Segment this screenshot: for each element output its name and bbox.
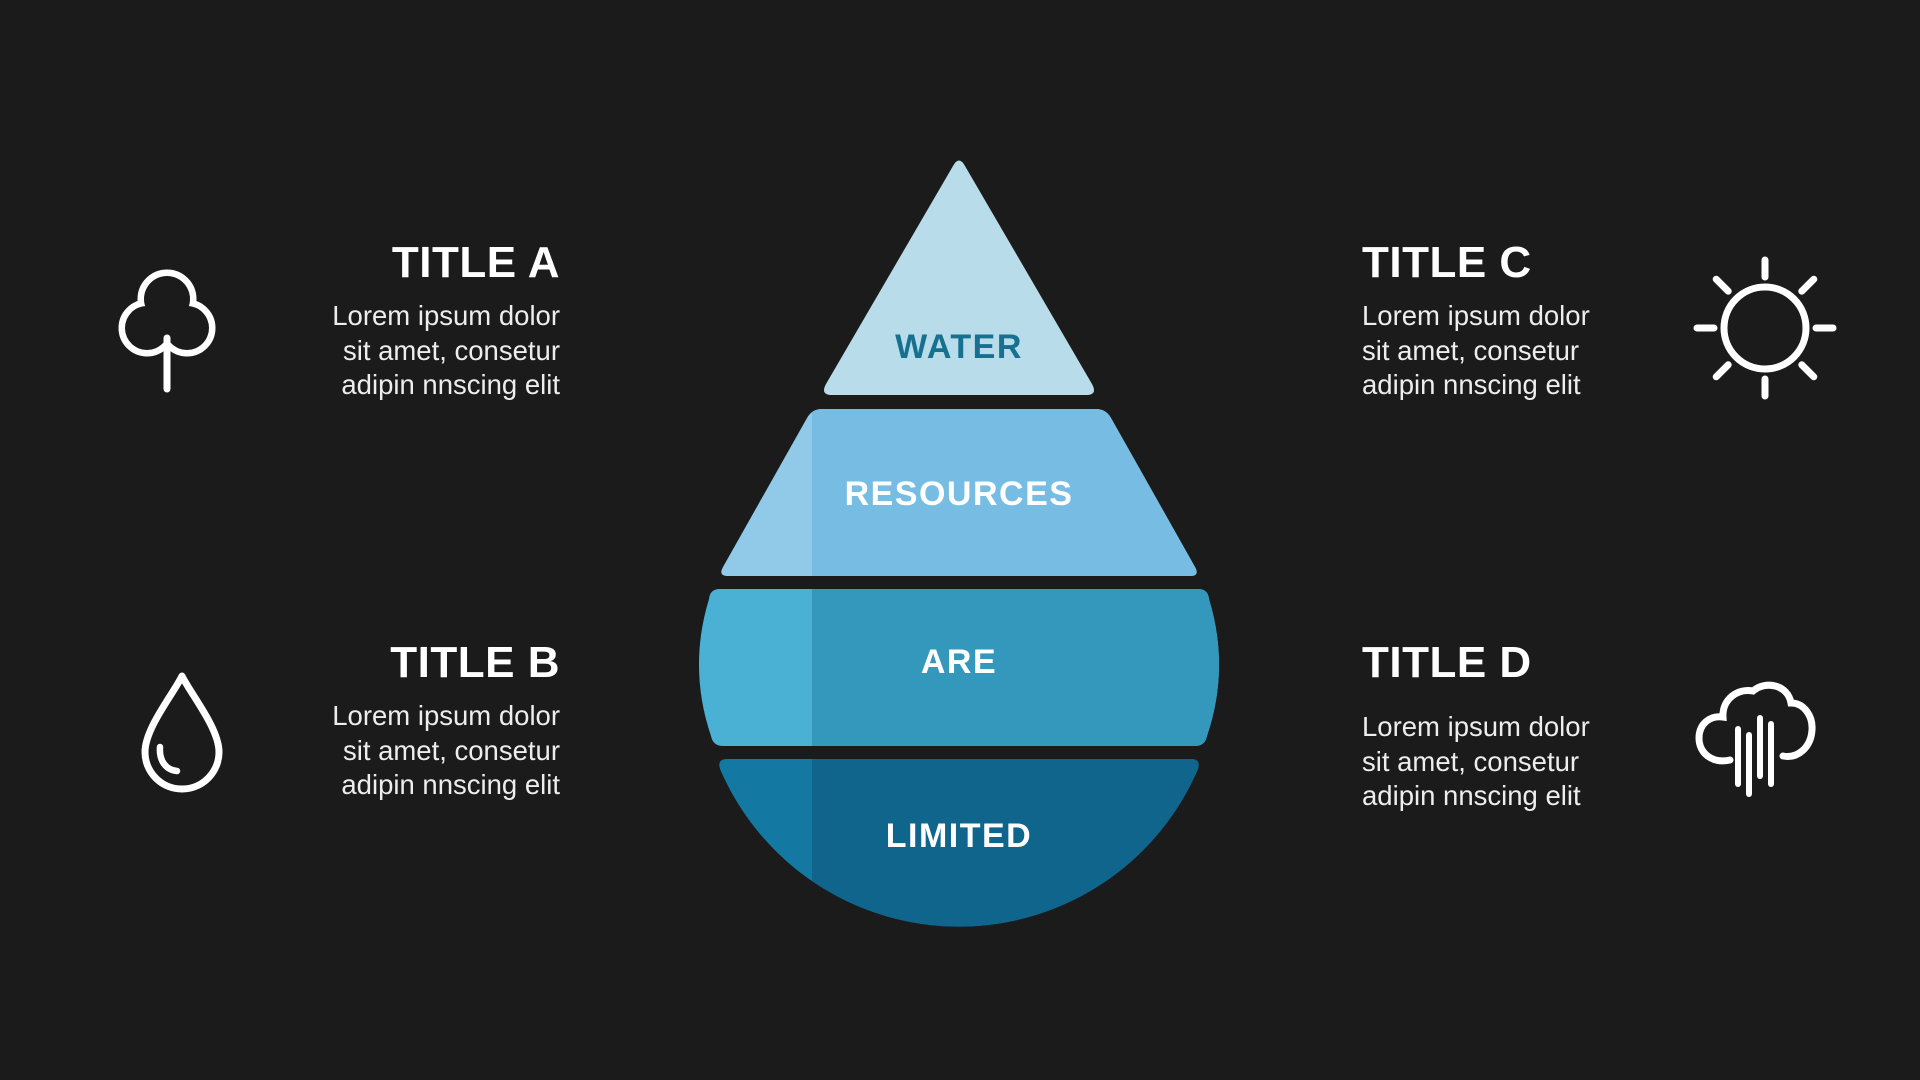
callout-title-d: TITLE D Lorem ipsum dolor sit amet, cons… (1362, 640, 1590, 814)
callout-title-b: TITLE B Lorem ipsum dolor sit amet, cons… (332, 640, 560, 803)
callout-d-body: Lorem ipsum dolor sit amet, consetur adi… (1362, 710, 1590, 814)
callout-title-c: TITLE C Lorem ipsum dolor sit amet, cons… (1362, 240, 1590, 403)
body-line: sit amet, consetur (1362, 334, 1580, 366)
body-line: adipin nnscing elit (341, 769, 560, 801)
sun-icon (1693, 256, 1837, 400)
body-line: Lorem ipsum dolor (1362, 711, 1590, 742)
callout-b-title: TITLE B (390, 638, 560, 687)
segment-water-shape (824, 160, 1094, 395)
rain-cloud-icon (1695, 681, 1816, 797)
callout-c-body: Lorem ipsum dolor sit amet, consetur adi… (1362, 299, 1590, 403)
body-line: sit amet, consetur (342, 734, 560, 766)
segment-resources-label: RESOURCES (845, 475, 1074, 513)
tree-icon (118, 269, 216, 393)
body-line: sit amet, consetur (342, 334, 560, 366)
callout-a-title: TITLE A (391, 238, 560, 287)
callout-b-body: Lorem ipsum dolor sit amet, consetur adi… (332, 699, 560, 803)
segment-water-label: WATER (895, 328, 1023, 366)
segment-are: ARE (698, 589, 1220, 746)
callout-c-title: TITLE C (1362, 238, 1532, 287)
segment-limited-main-tone (812, 759, 1199, 927)
body-line: adipin nnscing elit (341, 369, 560, 401)
segment-are-main-tone (812, 589, 1220, 746)
segment-are-label: ARE (921, 643, 997, 681)
callout-d-title: TITLE D (1362, 638, 1532, 687)
segment-limited: LIMITED (719, 759, 1199, 927)
body-line: sit amet, consetur (1362, 745, 1580, 777)
segment-resources: RESOURCES (721, 409, 1197, 576)
callout-a-body: Lorem ipsum dolor sit amet, consetur adi… (332, 299, 560, 403)
body-line: adipin nnscing elit (1362, 780, 1581, 812)
callout-title-a: TITLE A Lorem ipsum dolor sit amet, cons… (332, 240, 560, 403)
body-line: adipin nnscing elit (1362, 369, 1581, 401)
body-line: Lorem ipsum dolor (332, 300, 560, 331)
segment-water: WATER (824, 160, 1094, 395)
body-line: Lorem ipsum dolor (332, 700, 560, 731)
water-drop-icon (141, 672, 223, 793)
body-line: Lorem ipsum dolor (1362, 300, 1590, 331)
segment-limited-label: LIMITED (886, 817, 1032, 855)
